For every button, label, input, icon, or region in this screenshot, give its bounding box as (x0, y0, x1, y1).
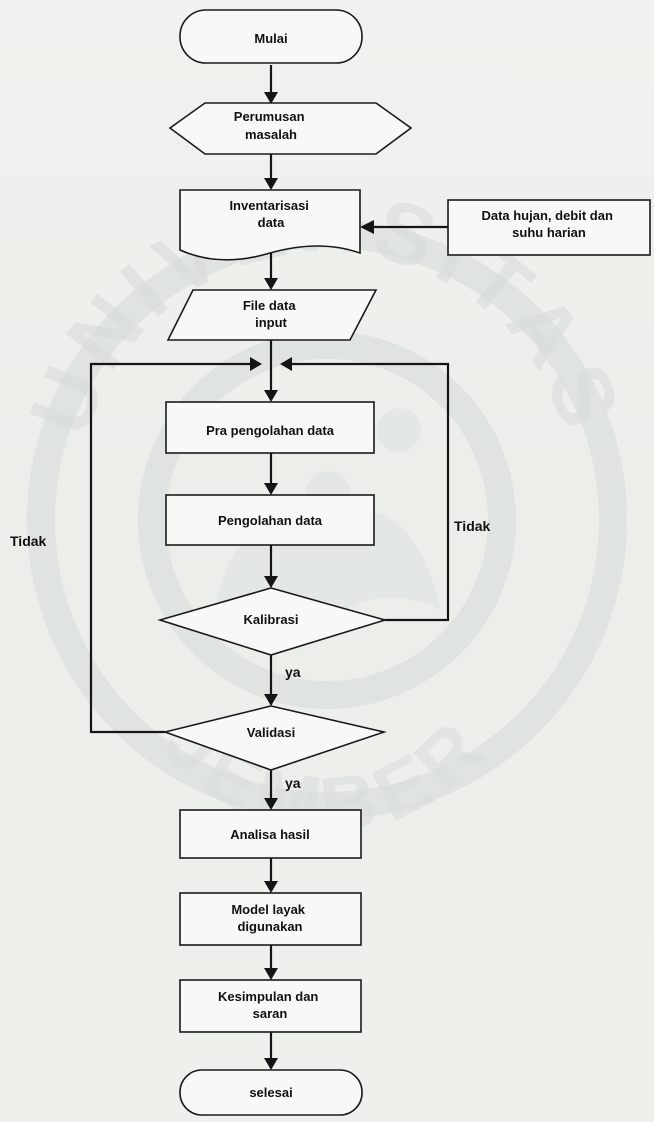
label-analisa: Analisa hasil (230, 827, 309, 842)
label-model-line-2: digunakan (237, 919, 302, 934)
terminator-selesai-shape (179, 1069, 363, 1116)
arrowhead-analisa-to-model (264, 881, 278, 893)
label-validasi-no: Tidak (10, 533, 47, 549)
label-analisa-line-1: Analisa hasil (230, 827, 309, 842)
node-perumusan: Perumusan masalah (168, 102, 413, 155)
node-analisa: Analisa hasil (179, 809, 362, 859)
label-pra: Pra pengolahan data (206, 423, 335, 438)
node-kesimpulan: Kesimpulan dan saran (179, 979, 362, 1033)
decision-validasi-shape (162, 705, 387, 771)
label-mulai: Mulai (254, 31, 287, 46)
label-model-line-1: Model layak (231, 902, 305, 917)
arrowhead-kalibrasi-to-validasi (264, 694, 278, 706)
node-pengolahan: Pengolahan data (165, 494, 375, 546)
label-kalibrasi-yes: ya (285, 664, 301, 680)
label-inventarisasi-line-1: Inventarisasi (229, 198, 309, 213)
label-datasource-line-2: suhu harian (512, 225, 586, 240)
arrowhead-kesimpulan-to-selesai (264, 1058, 278, 1070)
label-selesai: selesai (249, 1085, 292, 1100)
label-kesimpulan-line-1: Kesimpulan dan (218, 989, 318, 1004)
edge-kalibrasi-loop-back (290, 362, 450, 622)
arrowhead-file-to-pra (264, 390, 278, 402)
label-datasource: Data hujan, debit dan suhu harian (481, 208, 616, 240)
node-validasi: Validasi (162, 705, 387, 771)
label-perumusan-line-2: masalah (245, 127, 297, 142)
arrowhead-model-to-kesimpulan (264, 968, 278, 980)
node-datasource: Data hujan, debit dan suhu harian (447, 199, 651, 256)
label-pengolahan-line-1: Pengolahan data (218, 513, 323, 528)
label-kesimpulan: Kesimpulan dan saran (218, 989, 322, 1021)
label-perumusan-line-1: Perumusan (234, 109, 305, 124)
node-selesai: selesai (179, 1069, 363, 1116)
process-datasource-shape (447, 199, 651, 256)
label-datasource-line-1: Data hujan, debit dan (481, 208, 613, 223)
node-kalibrasi: Kalibrasi (157, 587, 388, 656)
watermark-inner-ring (138, 331, 516, 709)
label-validasi-line-1: Validasi (247, 725, 295, 740)
label-file: File data input (243, 298, 299, 330)
label-validasi-yes: ya (285, 775, 301, 791)
node-inventarisasi: Inventarisasi data (179, 189, 361, 261)
arrowhead-kalibrasi-loop-back (280, 357, 292, 371)
edge-label-group: Tidak Tidak ya ya (10, 518, 491, 791)
label-selesai-line-1: selesai (249, 1085, 292, 1100)
label-perumusan: Perumusan masalah (234, 109, 308, 142)
label-pengolahan: Pengolahan data (218, 513, 323, 528)
watermark-figure-head-2 (377, 408, 421, 452)
label-kesimpulan-line-2: saran (253, 1006, 288, 1021)
process-pra-shape (165, 401, 375, 454)
node-model: Model layak digunakan (179, 892, 362, 946)
label-file-line-2: input (255, 315, 287, 330)
arrowhead-inventarisasi-to-file (264, 278, 278, 290)
label-kalibrasi-line-1: Kalibrasi (244, 612, 299, 627)
node-mulai: Mulai (179, 9, 363, 64)
label-pra-line-1: Pra pengolahan data (206, 423, 335, 438)
label-mulai-line-1: Mulai (254, 31, 287, 46)
label-inventarisasi: Inventarisasi data (229, 198, 312, 230)
arrowhead-pra-to-pengolahan (264, 483, 278, 495)
node-group: Mulai Perumusan masalah Inventarisasi da… (157, 9, 651, 1116)
edge-group (89, 65, 450, 1070)
node-file: File data input (166, 289, 378, 341)
arrowhead-datasource-to-inventarisasi (360, 220, 374, 234)
arrowhead-validasi-loop-back (250, 357, 262, 371)
label-validasi: Validasi (247, 725, 295, 740)
arrowhead-pengolahan-to-kalibrasi (264, 576, 278, 588)
label-kalibrasi: Kalibrasi (244, 612, 299, 627)
data-file-shape (166, 289, 378, 341)
terminator-mulai-shape (179, 9, 363, 64)
edge-validasi-loop-back (89, 362, 252, 734)
preparation-perumusan-shape (168, 102, 413, 155)
arrowhead-mulai-to-perumusan (264, 92, 278, 104)
process-pengolahan-shape (165, 494, 375, 546)
process-kesimpulan-shape (179, 979, 362, 1033)
label-inventarisasi-line-2: data (258, 215, 286, 230)
label-file-line-1: File data (243, 298, 297, 313)
arrowhead-perumusan-to-inventarisasi (264, 178, 278, 190)
document-inventarisasi-shape (179, 189, 361, 261)
label-kalibrasi-no: Tidak (454, 518, 491, 534)
node-pra: Pra pengolahan data (165, 401, 375, 454)
label-model: Model layak digunakan (231, 902, 308, 934)
arrowhead-validasi-to-analisa (264, 798, 278, 810)
decision-kalibrasi-shape (157, 587, 388, 656)
process-model-shape (179, 892, 362, 946)
process-analisa-shape (179, 809, 362, 859)
